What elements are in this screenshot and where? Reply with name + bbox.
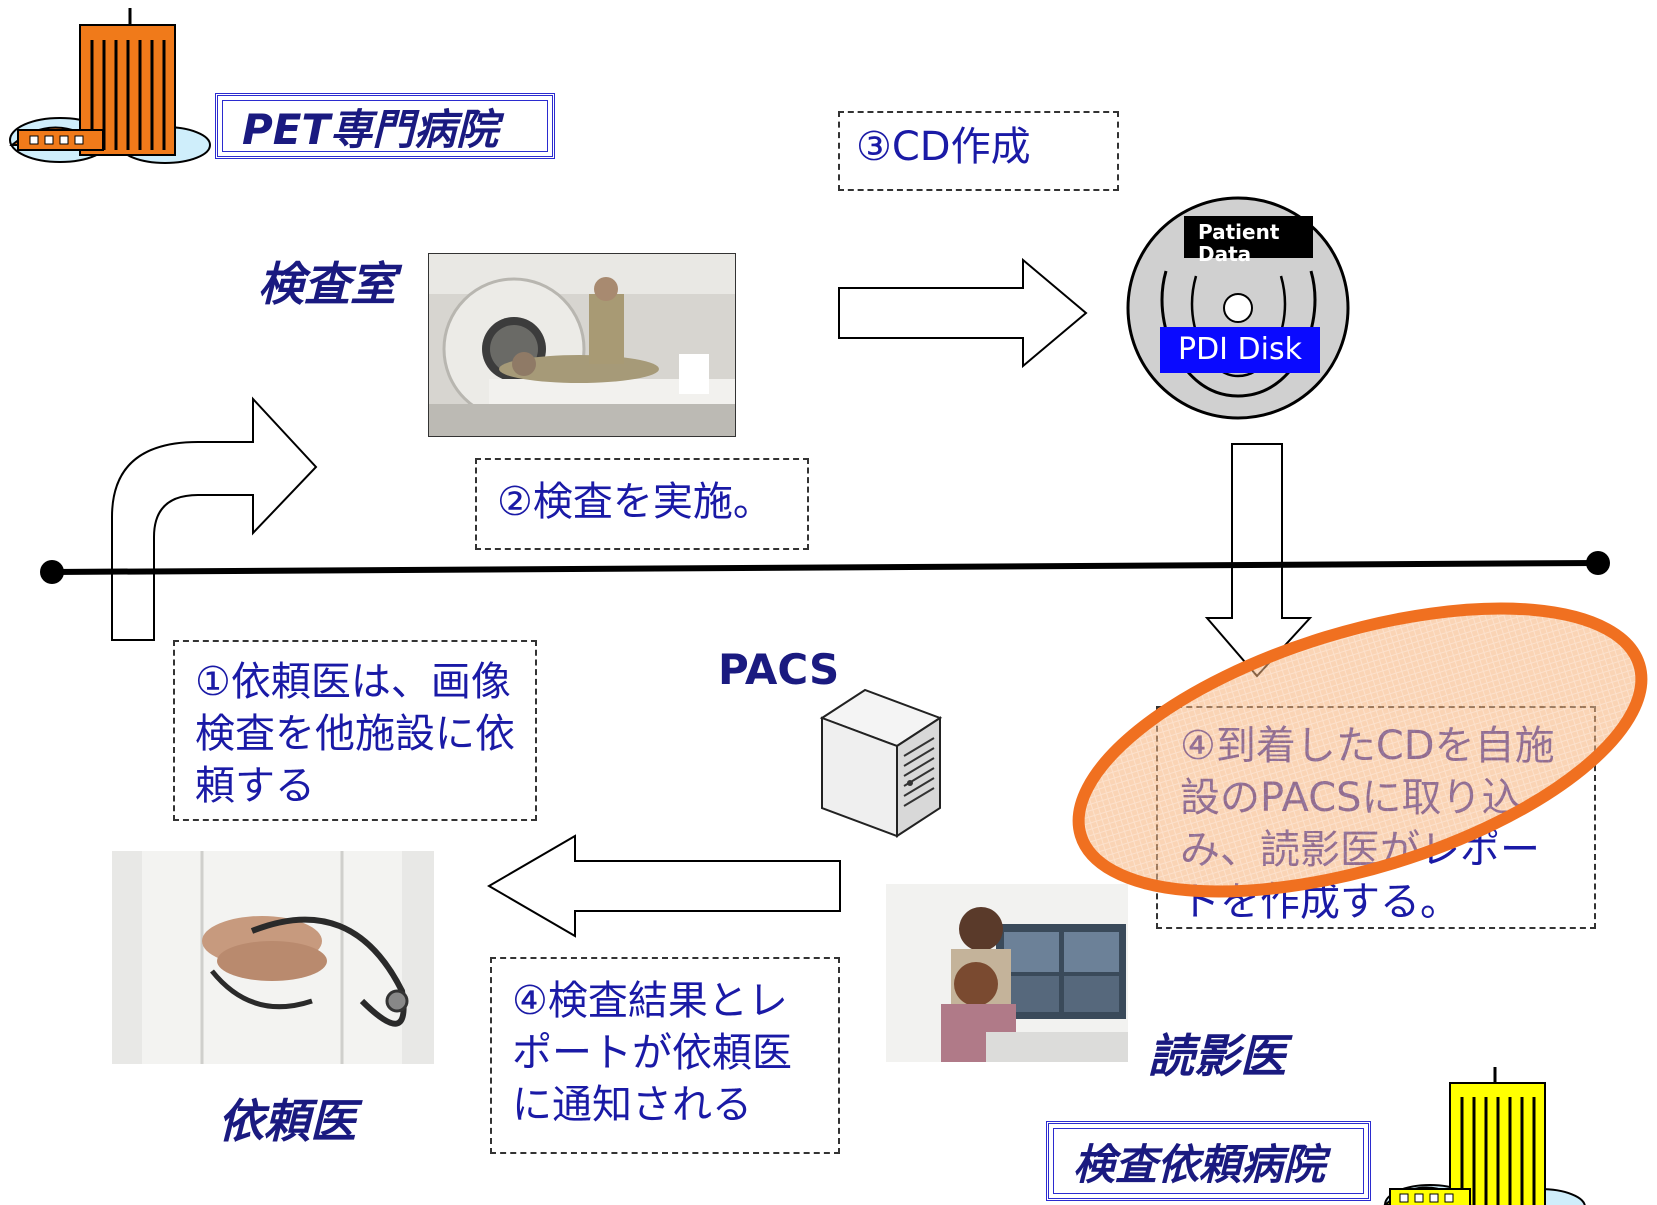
requesting-doctor-photo xyxy=(112,851,434,1064)
requesting-doctor-label: 依頼医 xyxy=(218,1094,356,1148)
pdi-disk-text: PDI Disk xyxy=(1177,332,1302,367)
exam-room-label: 検査室 xyxy=(258,257,396,311)
pet-hospital-label: PET専門病院 xyxy=(242,104,499,154)
arrow-right-icon xyxy=(838,257,1088,369)
radiologist-photo xyxy=(886,884,1128,1062)
step3-box: ③CD作成 xyxy=(838,111,1119,191)
requesting-hospital-title: 検査依頼病院 xyxy=(1046,1121,1371,1201)
requesting-hospital-building-icon xyxy=(1383,1067,1586,1205)
hospital-building-icon xyxy=(9,8,211,164)
requesting-hospital-label: 検査依頼病院 xyxy=(1073,1139,1326,1189)
server-icon xyxy=(819,688,943,838)
step3-text: ③CD作成 xyxy=(856,124,1031,170)
radiologist-label: 読影医 xyxy=(1148,1029,1286,1083)
step4b-text: ④検査結果とレポートが依頼医に通知される xyxy=(512,978,792,1128)
pacs-label: PACS xyxy=(718,645,840,694)
pet-scanner-photo xyxy=(428,253,736,437)
patient-data-text: Patient Data xyxy=(1198,220,1280,266)
highlight-ellipse xyxy=(1072,602,1648,898)
step2-text: ②検査を実施。 xyxy=(497,479,773,525)
pet-hospital-title: PET専門病院 xyxy=(215,93,555,159)
step4b-box: ④検査結果とレポートが依頼医に通知される xyxy=(490,957,840,1154)
arrow-left-icon xyxy=(487,834,841,938)
curved-arrow-up-right-icon xyxy=(111,396,318,641)
patient-data-label: Patient Data xyxy=(1184,216,1313,265)
hospital-divider-line xyxy=(40,551,1610,584)
pdi-disk-label: PDI Disk xyxy=(1160,327,1320,373)
step2-box: ②検査を実施。 xyxy=(475,458,809,550)
step1-box: ①依頼医は、画像検査を他施設に依頼する xyxy=(173,640,537,821)
step1-text: ①依頼医は、画像検査を他施設に依頼する xyxy=(195,659,515,809)
